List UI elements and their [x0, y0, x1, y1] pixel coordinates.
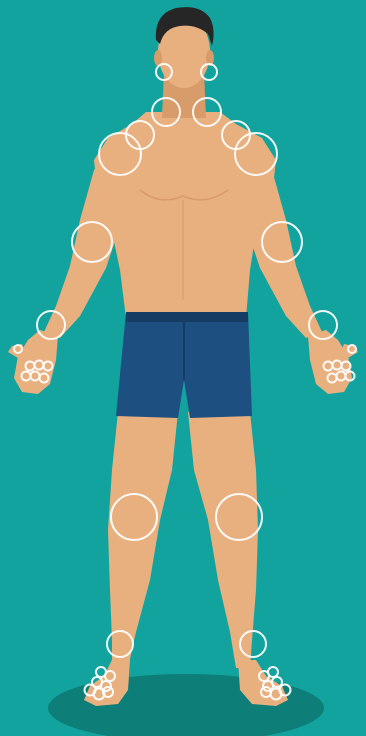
- left-leg: [108, 412, 178, 668]
- right-leg: [188, 412, 258, 668]
- body: [8, 7, 358, 706]
- shorts-waistband: [126, 312, 248, 322]
